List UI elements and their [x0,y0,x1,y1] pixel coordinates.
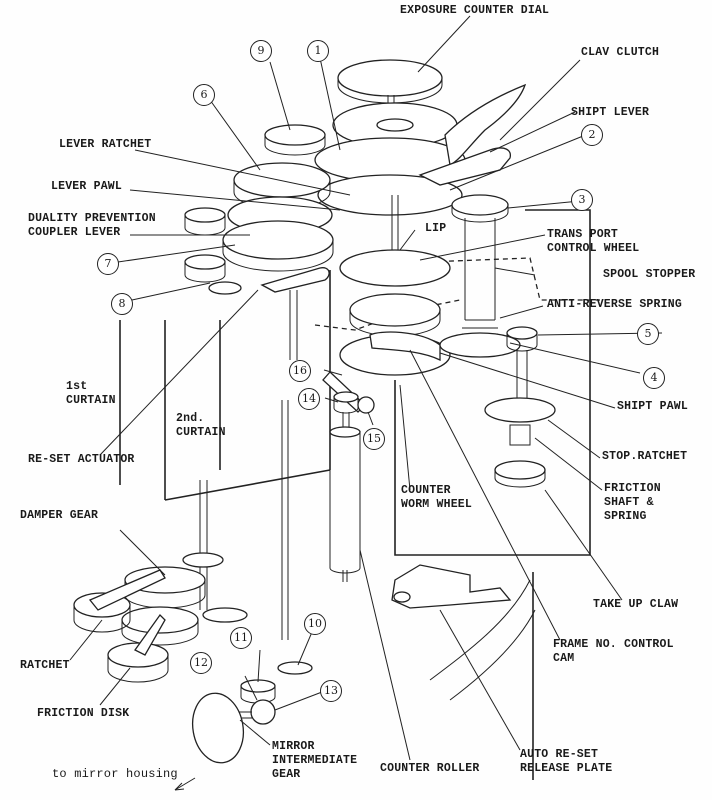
label-damper-gear: DAMPER GEAR [20,509,99,522]
transport-control-wheel-shape [339,195,451,376]
label-mirror-intermediate-gear: MIRROR INTERMEDIATE GEAR [272,740,358,781]
spool-column-shape [439,194,521,358]
leader-lines [69,15,663,761]
auto-reset-plate-shape [391,564,536,780]
label-lever-pawl: LEVER PAWL [51,180,123,193]
label-friction-disk: FRICTION DISK [37,707,130,720]
label-counter-roller: COUNTER ROLLER [380,762,480,775]
label-counter-worm-wheel: COUNTER WORM WHEEL [401,484,473,511]
label-frame-no-control-cam: FRAME NO. CONTROL CAM [553,638,674,665]
callout-1: 1 [307,40,329,62]
exposure-counter-dial-shape [314,59,466,216]
callout-4: 4 [643,367,665,389]
callout-9: 9 [250,40,272,62]
callout-6: 6 [193,84,215,106]
label-clav-clutch: CLAV CLUTCH [581,46,660,59]
callout-11: 11 [230,627,252,649]
damper-gear-shape [73,566,206,683]
label-exposure-counter-dial: EXPOSURE COUNTER DIAL [400,4,550,17]
clav-clutch-shape [444,83,527,166]
label-friction-shaft-spring: FRICTION SHAFT & SPRING [604,482,661,523]
callout-10: 10 [304,613,326,635]
reset-actuator-shape [260,267,330,293]
lever-ratchet-shape [222,124,334,272]
take-up-shaft-shape [484,326,556,488]
label-transport-control-wheel: TRANS PORT CONTROL WHEEL [547,228,640,255]
coupler-pins [184,207,242,295]
label-second-curtain: 2nd. CURTAIN [176,412,226,439]
callout-3: 3 [571,189,593,211]
label-first-curtain: 1st CURTAIN [66,380,116,407]
callout-15: 15 [363,428,385,450]
callout-12: 12 [190,652,212,674]
label-shift-lever: SHIPT LEVER [571,106,650,119]
mirror-intermediate-gear-shape [174,679,276,791]
label-take-up-claw: TAKE UP CLAW [593,598,679,611]
callout-8: 8 [111,293,133,315]
shift-lever-shape [418,147,511,186]
counter-roller-shape [322,371,375,582]
label-lever-ratchet: LEVER RATCHET [59,138,152,151]
label-auto-reset-release-plate: AUTO RE-SET RELEASE PLATE [520,748,613,775]
callout-2: 2 [581,124,603,146]
label-shift-pawl: SHIPT PAWL [617,400,689,413]
vertical-rods [182,400,313,675]
label-reset-actuator: RE-SET ACTUATOR [28,453,135,466]
callout-13: 13 [320,680,342,702]
label-stop-ratchet: STOP.RATCHET [602,450,688,463]
label-lip: LIP [425,222,447,235]
label-duality-prevention-coupler-lever: DUALITY PREVENTION COUPLER LEVER [28,212,156,239]
callout-14: 14 [298,388,320,410]
label-anti-reverse-spring: ANTI-REVERSE SPRING [547,298,682,311]
callout-7: 7 [97,253,119,275]
label-ratchet: RATCHET [20,659,70,672]
label-to-mirror-housing: to mirror housing [52,767,178,781]
label-spool-stopper: SPOOL STOPPER [603,268,696,281]
callout-16: 16 [289,360,311,382]
callout-5: 5 [637,323,659,345]
